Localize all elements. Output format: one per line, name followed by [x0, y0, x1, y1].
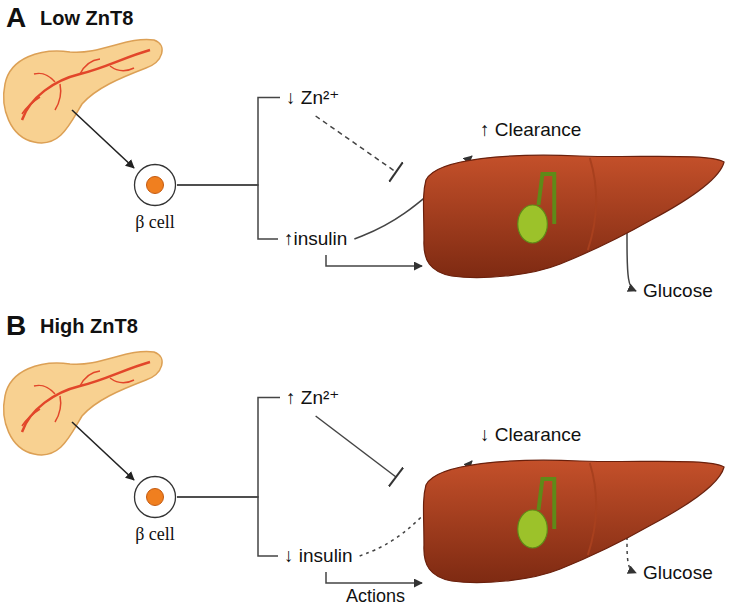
connector-arrow [326, 255, 422, 266]
cell-label: β cell [135, 212, 175, 232]
connector-arrow [177, 185, 278, 239]
edge-label-text: Actions [346, 586, 405, 606]
liver-heading: ↓ Clearance [480, 424, 581, 446]
panel-label: B [6, 310, 26, 342]
panel-label: High ZnT8 [40, 315, 138, 338]
panel-label: Low ZnT8 [40, 7, 133, 30]
beta-cell: β cell [133, 163, 177, 207]
clearance-label: ↓ Clearance [480, 424, 581, 445]
beta-cell: β cell [133, 475, 177, 519]
node-text: ↑ Zn²⁺ [283, 384, 342, 411]
pancreas-arrow [72, 110, 134, 168]
connector-arrow [177, 98, 280, 186]
liver-shape [422, 150, 728, 280]
connector-arrow [627, 537, 636, 573]
clearance-label: ↑ Clearance [480, 119, 581, 140]
pancreas-illustration [4, 39, 162, 142]
connector-arrow [177, 398, 280, 498]
node-text: ↓ Zn²⁺ [283, 84, 342, 111]
panel-label-text: High ZnT8 [40, 315, 138, 338]
node-text: ↑insulin [281, 226, 350, 252]
cell-circle [133, 163, 177, 207]
connector-arrow [627, 232, 636, 291]
text-node: ↓ insulin [281, 543, 356, 569]
pancreas-arrow [72, 422, 134, 480]
edge-label: Actions [344, 586, 407, 607]
text-node: ↑ Zn²⁺ [283, 384, 342, 411]
text-node: ↓ Zn²⁺ [283, 84, 342, 111]
node-text: Glucose [640, 560, 716, 586]
cell-label: β cell [135, 524, 175, 544]
panel-label-text: B [6, 310, 26, 342]
text-node: Glucose [640, 560, 716, 586]
inhibition-line [316, 116, 396, 172]
text-node: ↑insulin [281, 226, 350, 252]
liver-organ: ↑ Clearance [422, 150, 728, 280]
inhibition-line [316, 416, 396, 477]
liver-heading: ↑ Clearance [480, 119, 581, 141]
node-text: ↓ insulin [281, 543, 356, 569]
connector-arrow [177, 497, 278, 556]
cell-circle [133, 475, 177, 519]
panel-label-text: A [6, 2, 26, 34]
connector-arrow [326, 572, 422, 583]
node-text: Glucose [640, 278, 716, 304]
panel-label: A [6, 2, 26, 34]
pancreas-illustration [4, 351, 162, 454]
cell-caption: β cell [135, 212, 175, 233]
text-node: Glucose [640, 278, 716, 304]
panel-label-text: Low ZnT8 [40, 7, 133, 30]
cell-caption: β cell [135, 524, 175, 545]
